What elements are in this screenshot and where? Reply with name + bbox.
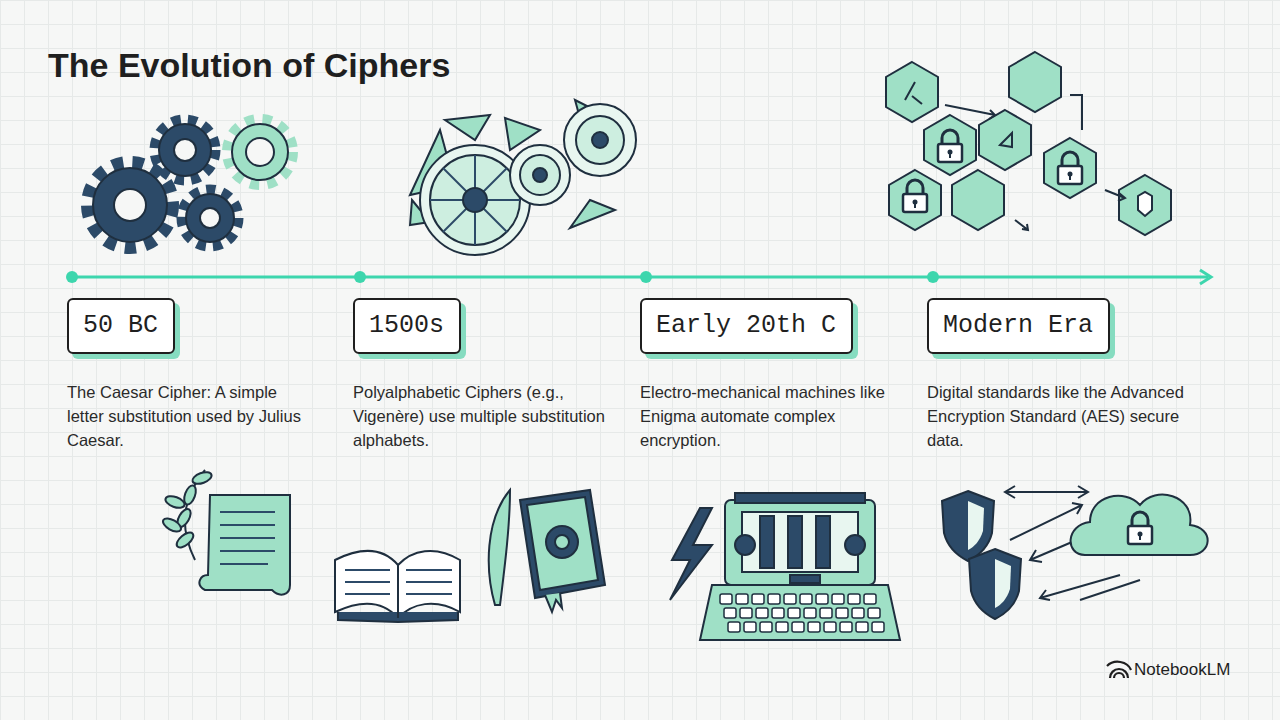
era-description: Electro-mechanical machines like Enigma …	[640, 380, 895, 452]
era-description: Polyalphabetic Ciphers (e.g., Vigenère) …	[353, 380, 608, 452]
watermark: NotebookLM	[1134, 660, 1230, 680]
diagram-title: The Evolution of Ciphers	[48, 46, 450, 85]
era-box: Early 20th C	[640, 298, 853, 354]
era-description: The Caesar Cipher: A simple letter subst…	[67, 380, 317, 452]
era-description: Digital standards like the Advanced Encr…	[927, 380, 1187, 452]
era-label: 50 BC	[83, 309, 159, 343]
era-label: Modern Era	[943, 309, 1094, 343]
era-box: 1500s	[353, 298, 461, 354]
era-label: Early 20th C	[656, 309, 837, 343]
era-box: 50 BC	[67, 298, 175, 354]
era-box: Modern Era	[927, 298, 1110, 354]
era-label: 1500s	[369, 309, 445, 343]
